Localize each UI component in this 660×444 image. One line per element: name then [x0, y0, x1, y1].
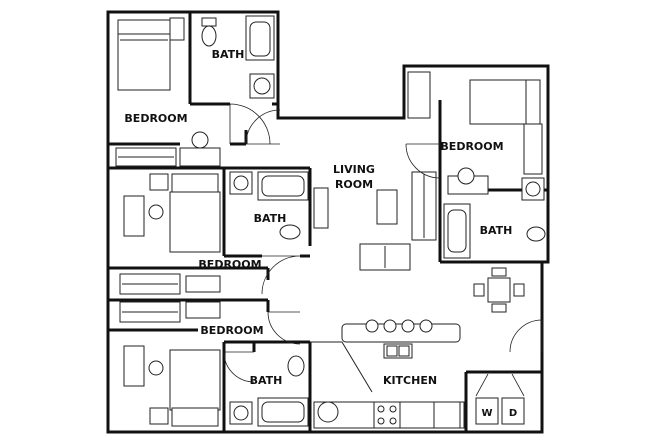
bedroom-bottom-label: BEDROOM: [200, 324, 263, 337]
washer-label: W: [481, 408, 492, 419]
bath-mid-fixtures: [229, 171, 309, 240]
bath-right-label: BATH: [480, 224, 513, 237]
interior-walls: [108, 12, 548, 432]
bed-right: [407, 71, 543, 175]
door-swing-lower: [267, 311, 301, 345]
door-swing-top-2: [245, 109, 281, 145]
bath-lower-fixtures: [229, 355, 309, 427]
sink-top: [249, 73, 275, 99]
desk-right: [447, 167, 489, 195]
door-swing-lower-bath: [223, 351, 255, 383]
bed-lower: [149, 349, 221, 427]
dryer-label: D: [509, 408, 517, 419]
laundry: [475, 373, 525, 425]
bedroom-mid-label: BEDROOM: [198, 258, 261, 271]
living-furniture: [313, 171, 437, 271]
kitchen-angle-wall: [310, 341, 373, 393]
door-swing-mid: [261, 255, 301, 295]
kitchen-sink: [383, 343, 413, 359]
toilet-top: [201, 17, 217, 47]
dining-table: [473, 267, 525, 313]
bath-top-label: BATH: [212, 48, 245, 61]
desk-top: [115, 131, 221, 167]
desk-lower: [123, 345, 164, 387]
bed-mid: [149, 173, 221, 253]
closets: [119, 273, 221, 323]
bath-mid-label: BATH: [254, 212, 287, 225]
kitchen-label: KITCHEN: [383, 374, 437, 387]
bed-top: [117, 17, 185, 91]
kitchen-island: [341, 319, 461, 343]
exterior-wall: [106, 10, 550, 434]
living-room-label-1: LIVING: [333, 163, 375, 176]
door-swing-top: [229, 103, 271, 145]
bath-bottom-label: BATH: [250, 374, 283, 387]
bedroom-top-label: BEDROOM: [124, 112, 187, 125]
bath-right-fixtures: [443, 177, 546, 259]
door-swing-entry: [509, 319, 543, 353]
desk-mid: [123, 195, 221, 293]
bedroom-right-label: BEDROOM: [440, 140, 503, 153]
kitchen-counter: [313, 401, 465, 429]
living-room-label-2: ROOM: [335, 178, 373, 191]
door-swing-living: [405, 143, 441, 179]
tub-top: [245, 15, 275, 61]
